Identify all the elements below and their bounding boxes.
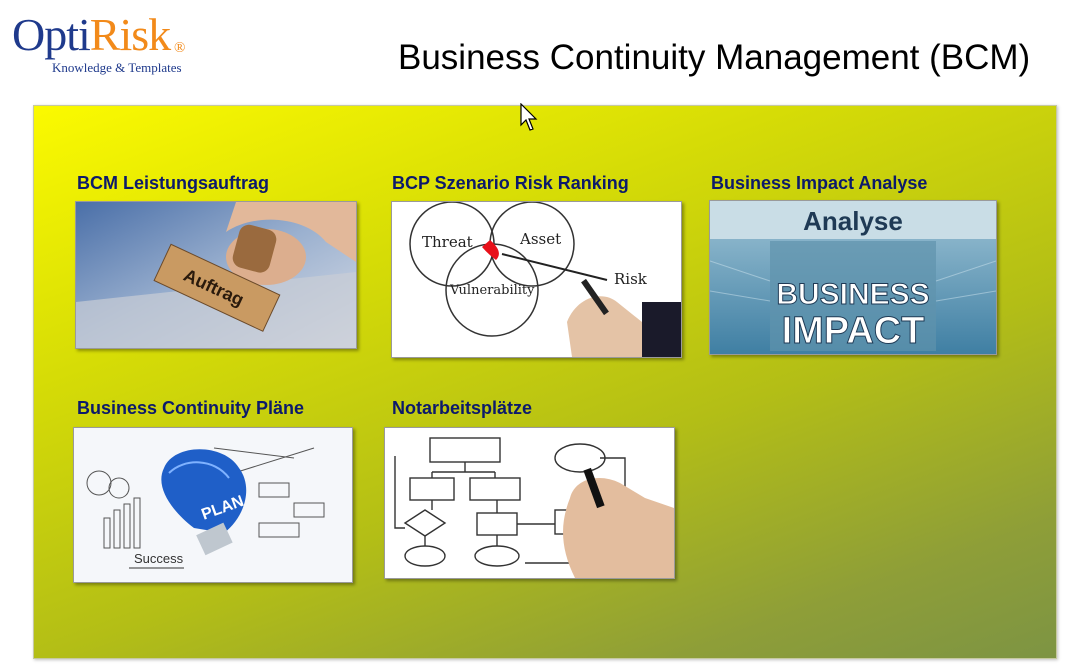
mouse-cursor-icon: [520, 102, 540, 138]
image-text-success: Success: [134, 551, 184, 566]
tile-image-risk-venn[interactable]: Threat Asset Vulnerability Risk: [391, 201, 682, 358]
logo-wordmark: OptiRisk: [12, 9, 171, 60]
venn-label-risk: Risk: [614, 270, 648, 288]
tile-image-plan-lightbulb[interactable]: PLAN Success: [73, 427, 353, 583]
tile-image-business-impact[interactable]: Analyse BUSINESS IMPACT: [709, 200, 997, 355]
logo-text-risk: Risk: [89, 9, 171, 60]
tile-image-auftrag-stamp[interactable]: Auftrag: [75, 201, 357, 349]
tile-label-bcm-leistungsauftrag[interactable]: BCM Leistungsauftrag: [77, 173, 270, 193]
venn-label-threat: Threat: [422, 233, 473, 251]
image-text-analyse: Analyse: [803, 206, 903, 236]
page-title: Business Continuity Management (BCM): [398, 38, 1031, 77]
tile-image-flowchart[interactable]: [384, 427, 675, 579]
logo-text-opti: Opti: [12, 9, 91, 60]
tile-label-business-continuity-plaene[interactable]: Business Continuity Pläne: [77, 398, 305, 418]
image-text-business: BUSINESS: [776, 278, 929, 311]
logo-registered-mark: ®: [174, 40, 186, 56]
tile-label-bcp-szenario-risk-ranking[interactable]: BCP Szenario Risk Ranking: [392, 173, 629, 193]
optirisk-logo: OptiRisk ® Knowledge & Templates: [12, 10, 192, 80]
logo-tagline: Knowledge & Templates: [52, 60, 182, 75]
tile-label-notarbeitsplaetze[interactable]: Notarbeitsplätze: [392, 398, 533, 418]
tile-label-business-impact-analyse[interactable]: Business Impact Analyse: [711, 173, 928, 193]
venn-label-vulnerability: Vulnerability: [449, 283, 535, 298]
venn-label-asset: Asset: [519, 230, 561, 248]
image-text-impact: IMPACT: [782, 310, 925, 352]
